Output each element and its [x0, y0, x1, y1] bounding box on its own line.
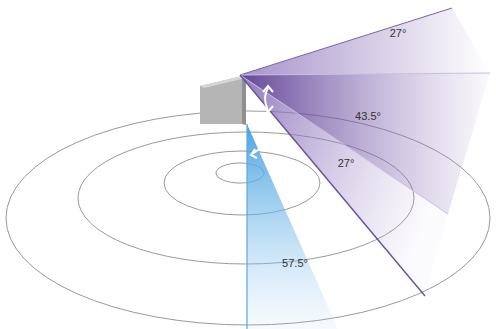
angle-label: 27°: [390, 28, 407, 39]
upper-wedge: [240, 8, 490, 75]
angle-label: 57.5°: [282, 258, 308, 269]
wedge-edge: [246, 124, 247, 329]
lower-wedge: [240, 75, 448, 296]
pan-arrow: [251, 142, 275, 158]
angle-label: 43.5°: [355, 111, 381, 122]
sensor-side: [242, 76, 246, 125]
sensor-top: [200, 76, 246, 88]
angle-label: 27°: [338, 158, 355, 169]
tilt-arrow: [263, 86, 273, 112]
fan-lines: [240, 8, 490, 296]
